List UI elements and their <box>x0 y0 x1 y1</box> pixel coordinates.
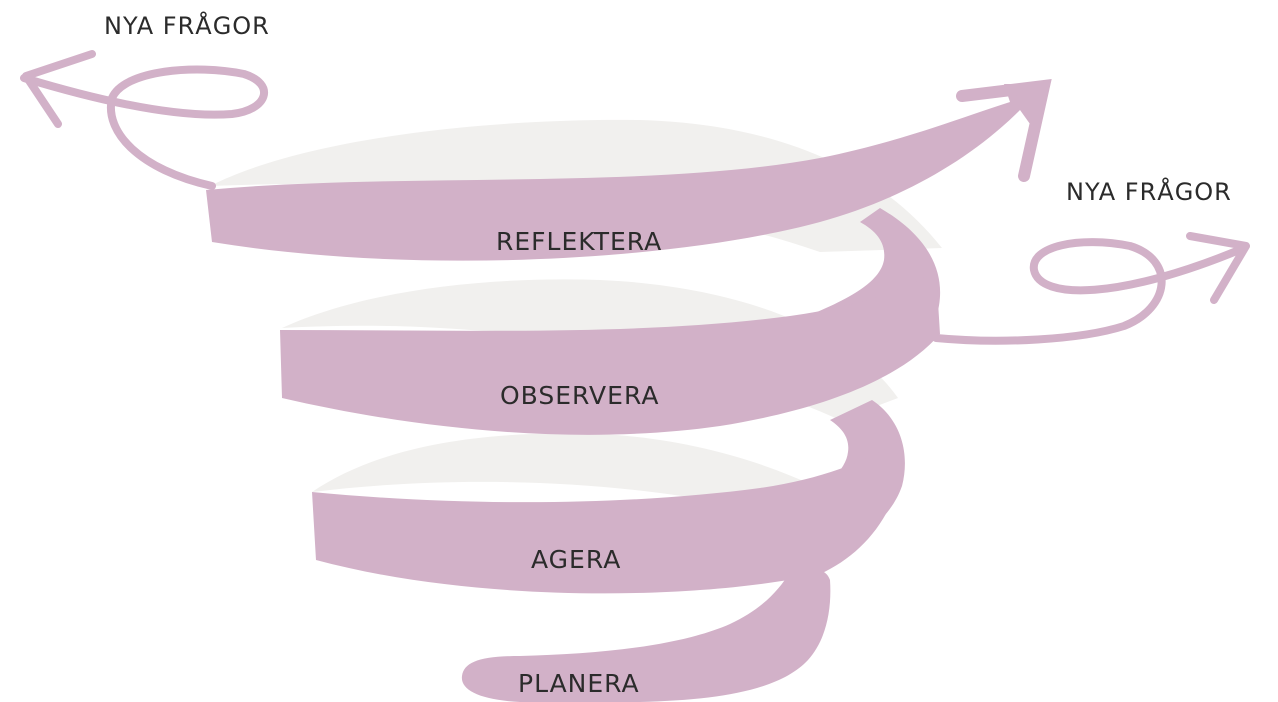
stage-plan-label: PLANERA <box>518 669 640 698</box>
arrow-right-icon <box>1186 232 1250 304</box>
arrow-left-icon <box>22 50 96 128</box>
stage-act-label: AGERA <box>531 545 621 574</box>
loop-arrow-left <box>20 65 268 190</box>
new-questions-left-label: NYA FRÅGOR <box>104 11 270 40</box>
new-questions-right-label: NYA FRÅGOR <box>1066 177 1232 206</box>
arrow-top-right-icon <box>956 79 1052 182</box>
inner-face-middle <box>282 279 898 420</box>
stage-observe-label: OBSERVERA <box>500 381 659 410</box>
ribbon-reflektera <box>206 84 1048 261</box>
ribbon-planera <box>461 568 831 702</box>
stage-reflect-label: REFLEKTERA <box>496 227 662 256</box>
ribbon-observera <box>280 270 940 435</box>
loop-arrow-right <box>932 238 1248 345</box>
ribbon-agera <box>312 440 902 594</box>
